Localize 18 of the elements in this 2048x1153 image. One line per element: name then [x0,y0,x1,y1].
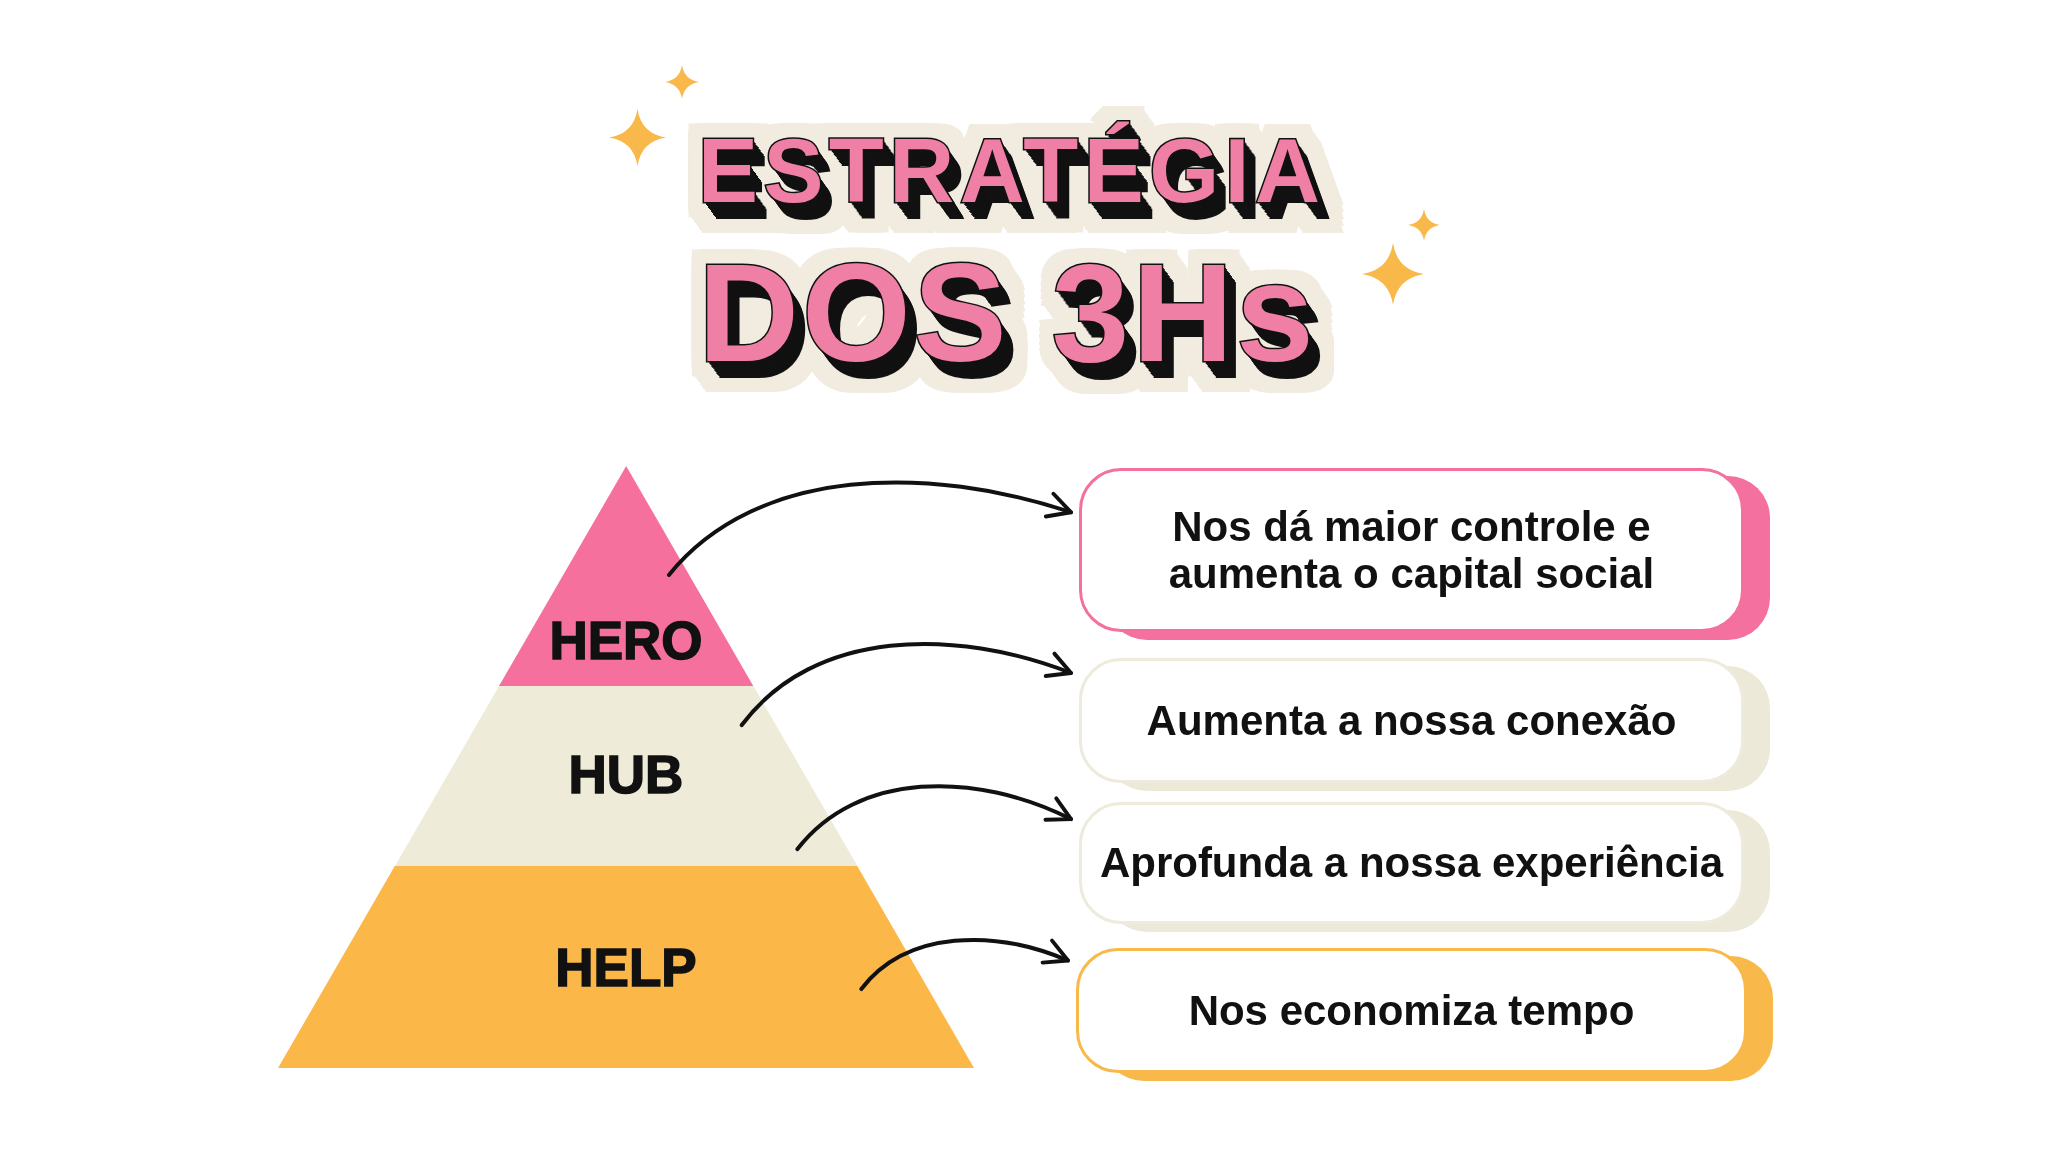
text-card [1076,948,1773,1081]
text-card [1079,658,1770,791]
tier-label: HELP [555,940,697,994]
card-text: Aprofunda a nossa experiência [1099,839,1724,887]
tier-label: HERO [549,613,703,667]
text-card [1079,802,1770,932]
card-text: Nos economiza tempo [1188,987,1635,1034]
text-card [1079,468,1770,640]
curved-arrow [739,641,1073,728]
curved-arrow [859,937,1070,991]
card-text: Aumenta a nossa conexão [1146,697,1677,744]
pyramid-tier [394,686,858,866]
card-text: Nos dá maior controle e aumenta o capital social [1167,502,1656,598]
pyramid-tier [498,466,754,686]
curved-arrow [795,784,1073,852]
tier-label: HUB [568,747,684,801]
curved-arrow [666,480,1073,577]
pyramid-tier [278,866,974,1068]
